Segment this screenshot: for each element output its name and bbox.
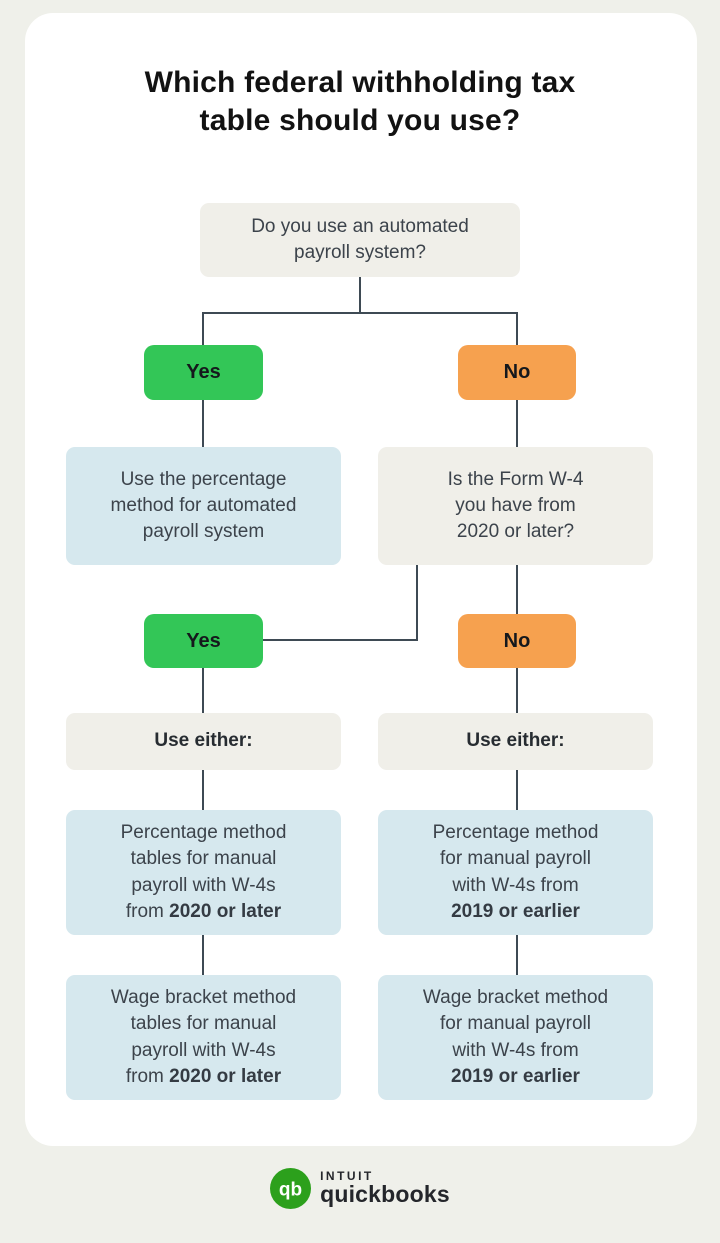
result-box-percentage-automated: Use the percentage method for automated … [66, 447, 341, 565]
quickbooks-logo-icon: qb [270, 1168, 312, 1209]
yes-button-2: Yes [144, 614, 263, 668]
yes-button-1: Yes [144, 345, 263, 400]
q2-line-1: Is the Form W-4 [447, 468, 584, 490]
outcome-right1-line-1: Percentage method [432, 822, 599, 844]
connector-outcome-right [516, 935, 518, 975]
question-box-w4-year-text: Is the Form W-4 you have from 2020 or la… [448, 467, 584, 546]
q2-line-3: 2020 or later? [456, 521, 575, 543]
auto-result-line-2: method for automated [110, 494, 297, 516]
brand-wordmark: INTUIT quickbooks [320, 1170, 450, 1206]
q1-line-2: payroll system? [294, 242, 426, 263]
outcome-right2-bold: 2019 or earlier [451, 1065, 580, 1087]
outcome-box-percentage-manual-2020: Percentage method tables for manual payr… [66, 810, 341, 935]
outcome-right1-line-2: for manual payroll [439, 848, 592, 870]
outcome-left2-text: Wage bracket method tables for manual pa… [111, 985, 296, 1090]
connector-q1-to-yes [202, 312, 204, 345]
outcome-left1-text: Percentage method tables for manual payr… [121, 820, 287, 925]
outcome-left1-line-1: Percentage method [120, 822, 287, 844]
connector-q1-branch [202, 312, 518, 314]
connector-use-either-left-down [202, 770, 204, 810]
no-button-1: No [458, 345, 576, 400]
question-box-automated-payroll-text: Do you use an automated payroll system? [251, 214, 469, 266]
q1-line-1: Do you use an automated [251, 215, 469, 237]
question-box-automated-payroll: Do you use an automated payroll system? [200, 203, 520, 277]
connector-q1-stem [359, 277, 361, 313]
outcome-box-percentage-manual-2019: Percentage method for manual payroll wit… [378, 810, 653, 935]
outcome-left1-line-2: tables for manual [130, 848, 277, 870]
no-button-2: No [458, 614, 576, 668]
quickbooks-wordmark: quickbooks [320, 1181, 450, 1208]
outcome-left2-line-3: payroll with W-4s [131, 1039, 276, 1061]
outcome-right1-bold: 2019 or earlier [451, 900, 580, 922]
outcome-left2-bold: 2020 or later [169, 1065, 282, 1087]
connector-no2-down [516, 668, 518, 713]
outcome-right1-line-3: with W-4s from [452, 874, 579, 896]
connector-use-either-right-down [516, 770, 518, 810]
page-title: Which federal withholding tax table shou… [0, 64, 720, 140]
outcome-left1-line-4: from [125, 900, 164, 922]
outcome-left2-line-4: from [125, 1065, 164, 1087]
outcome-left2-line-2: tables for manual [130, 1013, 277, 1035]
result-box-percentage-automated-text: Use the percentage method for automated … [111, 467, 297, 546]
connector-yes1-down [202, 400, 204, 447]
content-card [25, 13, 697, 1146]
question-box-w4-year: Is the Form W-4 you have from 2020 or la… [378, 447, 653, 565]
title-line-1: Which federal withholding tax [144, 66, 576, 99]
outcome-left2-line-1: Wage bracket method [110, 987, 297, 1009]
intuit-wordmark: INTUIT [320, 1169, 374, 1184]
use-either-right: Use either: [378, 713, 653, 770]
outcome-right2-line-3: with W-4s from [452, 1039, 579, 1061]
title-line-2: table should you use? [199, 104, 521, 138]
outcome-right2-line-1: Wage bracket method [422, 987, 609, 1009]
outcome-right2-line-2: for manual payroll [439, 1013, 591, 1035]
connector-yes2-down [202, 668, 204, 713]
qb-monogram: qb [279, 1180, 302, 1201]
auto-result-line-3: payroll system [142, 521, 265, 543]
connector-q2-to-no [516, 565, 518, 614]
outcome-left1-bold: 2020 or later [169, 900, 282, 922]
connector-q2-to-yes-horizontal [263, 639, 418, 641]
use-either-left: Use either: [66, 713, 341, 770]
brand-footer: qb INTUIT quickbooks [0, 1168, 720, 1209]
connector-q1-to-no [516, 312, 518, 345]
q2-line-2: you have from [455, 494, 576, 516]
outcome-right1-text: Percentage method for manual payroll wit… [433, 820, 599, 925]
connector-no1-down [516, 400, 518, 447]
outcome-box-wage-bracket-2020: Wage bracket method tables for manual pa… [66, 975, 341, 1100]
auto-result-line-1: Use the percentage [120, 468, 287, 490]
outcome-left1-line-3: payroll with W-4s [131, 874, 276, 896]
connector-outcome-left [202, 935, 204, 975]
connector-q2-to-yes-vertical [416, 565, 418, 641]
outcome-box-wage-bracket-2019: Wage bracket method for manual payroll w… [378, 975, 653, 1100]
outcome-right2-text: Wage bracket method for manual payroll w… [423, 985, 608, 1090]
